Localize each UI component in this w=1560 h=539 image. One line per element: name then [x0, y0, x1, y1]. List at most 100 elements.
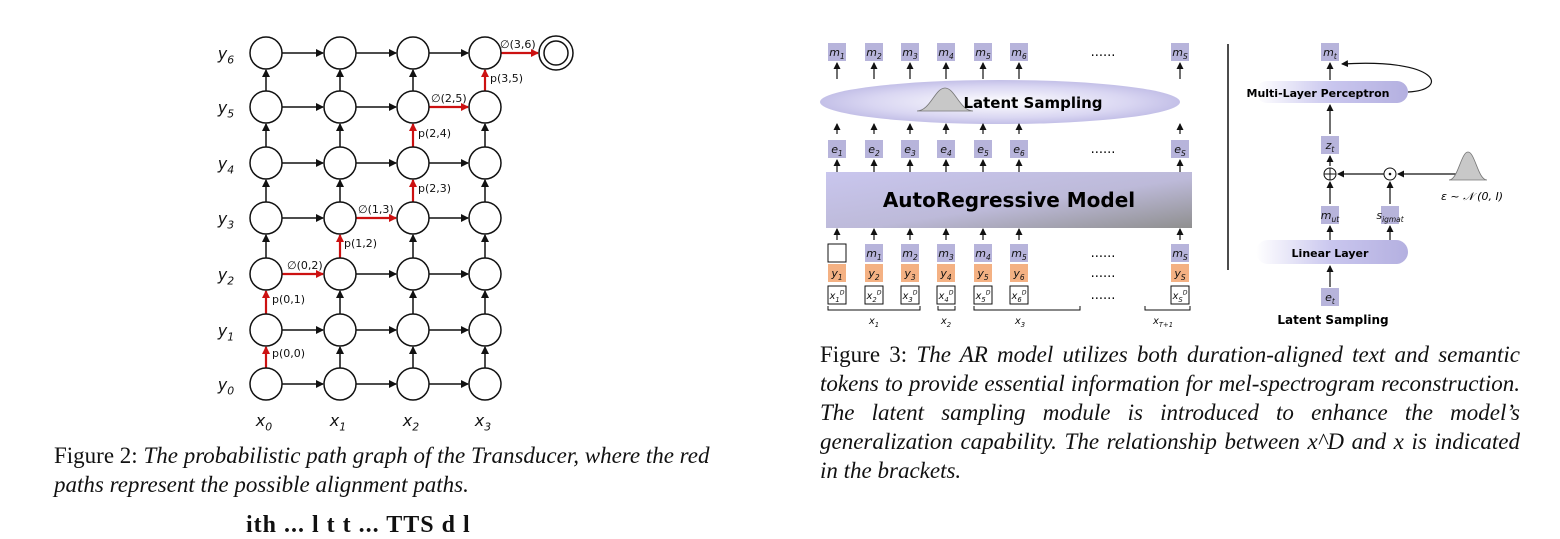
figure3-caption-label: Figure 3: [820, 342, 908, 367]
graph-node [468, 257, 502, 291]
embedding-token [974, 140, 992, 158]
mel-input-token [1171, 244, 1189, 262]
x-axis-label: x1 [329, 411, 346, 433]
zt-node-token [1321, 136, 1339, 154]
linear-layer-label: Linear Layer [1292, 247, 1369, 260]
text-duration-label: x3D [901, 289, 917, 304]
mu-node-token [1321, 206, 1339, 224]
group-bracket [1144, 306, 1191, 311]
mel-output-label: mS [1172, 46, 1188, 61]
embedding-token [828, 140, 846, 158]
embedding-label: e6 [1013, 143, 1025, 158]
text-duration-token [973, 285, 993, 305]
y-axis-label: y2 [217, 265, 234, 287]
graph-node [323, 90, 357, 124]
graph-node [323, 36, 357, 70]
embedding-token [937, 140, 955, 158]
graph-node [323, 257, 357, 291]
y-axis-label: y6 [217, 44, 234, 66]
semantic-token [828, 264, 846, 282]
mel-input-token [937, 244, 955, 262]
semantic-label: y4 [939, 267, 952, 282]
multiply-op-dot [1388, 172, 1392, 176]
mel-input-token [865, 244, 883, 262]
mel-output-label: m4 [938, 46, 954, 61]
zt-node-label: zt [1325, 139, 1336, 154]
graph-node [249, 90, 283, 124]
sigma-node-token [1381, 206, 1399, 224]
ellipsis: ...... [1091, 266, 1116, 281]
text-duration-token [1009, 285, 1029, 305]
mel-input-label: m3 [938, 247, 954, 262]
add-op-icon-cross [1324, 168, 1336, 180]
embedding-label: eS [1174, 143, 1186, 158]
mel-output-label: m6 [1011, 46, 1027, 61]
path-probability-label: ∅(0,2) [287, 259, 323, 272]
group-bracket [827, 306, 921, 311]
graph-node [323, 146, 357, 180]
mel-input-label: mS [1172, 247, 1188, 262]
x-group-label: x2 [940, 316, 951, 329]
mel-output-token [937, 43, 955, 61]
mel-output-token [974, 43, 992, 61]
mu-node-label: mut [1321, 209, 1340, 224]
body-text-fragment: ith ... l t t ... TTS d l [246, 512, 471, 538]
gaussian-icon [916, 87, 974, 112]
group-bracket [937, 306, 956, 311]
y-axis-label: y4 [217, 154, 234, 176]
graph-node [249, 257, 283, 291]
text-duration-label: x4D [937, 289, 953, 304]
mel-output-token [1010, 43, 1028, 61]
mlp-block [1256, 81, 1408, 103]
figure2-caption-text: The probabilistic path graph of the Tran… [54, 443, 710, 497]
graph-node [468, 90, 502, 124]
semantic-token [901, 264, 919, 282]
group-bracket [973, 306, 1081, 311]
semantic-label: yS [1173, 267, 1186, 282]
graph-node [396, 313, 430, 347]
embedding-token [1171, 140, 1189, 158]
path-probability-label: ∅(3,6) [500, 38, 536, 51]
mel-input-label: m4 [975, 247, 991, 262]
graph-node [468, 201, 502, 235]
figure2-caption: Figure 2: The probabilistic path graph o… [54, 441, 754, 499]
x-axis-label: x3 [474, 411, 491, 433]
latent-sampling-block [820, 80, 1180, 124]
semantic-token [937, 264, 955, 282]
semantic-label: y2 [867, 267, 880, 282]
path-probability-label: p(3,5) [490, 72, 523, 85]
embedding-label: e3 [904, 143, 916, 158]
gaussian-noise-icon [1448, 151, 1488, 181]
figure2-caption-label: Figure 2: [54, 443, 138, 468]
text-duration-token [900, 285, 920, 305]
figure3-caption-text: The AR model utilizes both duration-alig… [820, 342, 1520, 483]
latent-sampling-title: Latent Sampling [1277, 313, 1388, 327]
text-duration-label: x6D [1010, 289, 1026, 304]
x-group-label: x1 [868, 316, 879, 329]
path-probability-label: p(2,3) [418, 182, 451, 195]
figure3-caption: Figure 3: The AR model utilizes both dur… [820, 340, 1520, 485]
text-duration-label: x1D [828, 289, 844, 304]
graph-node [396, 36, 430, 70]
autoregressive-model-block [826, 172, 1192, 228]
semantic-label: y1 [830, 267, 842, 282]
mel-input-token [901, 244, 919, 262]
et-node-label: et [1325, 291, 1336, 306]
semantic-token [1171, 264, 1189, 282]
path-probability-label: p(0,1) [272, 293, 305, 306]
ellipsis: ...... [1091, 45, 1116, 60]
graph-node [249, 146, 283, 180]
mel-input-label: m2 [902, 247, 918, 262]
mel-output-token [865, 43, 883, 61]
mel-output-token [901, 43, 919, 61]
graph-node [396, 257, 430, 291]
graph-node [396, 146, 430, 180]
graph-node [323, 313, 357, 347]
final-node-inner [543, 40, 569, 66]
mel-input-token [974, 244, 992, 262]
mt-node-token [1321, 43, 1339, 61]
text-duration-token [936, 285, 956, 305]
text-duration-label: x5D [974, 289, 990, 304]
graph-node [396, 201, 430, 235]
mt-node-label: mt [1323, 46, 1338, 61]
